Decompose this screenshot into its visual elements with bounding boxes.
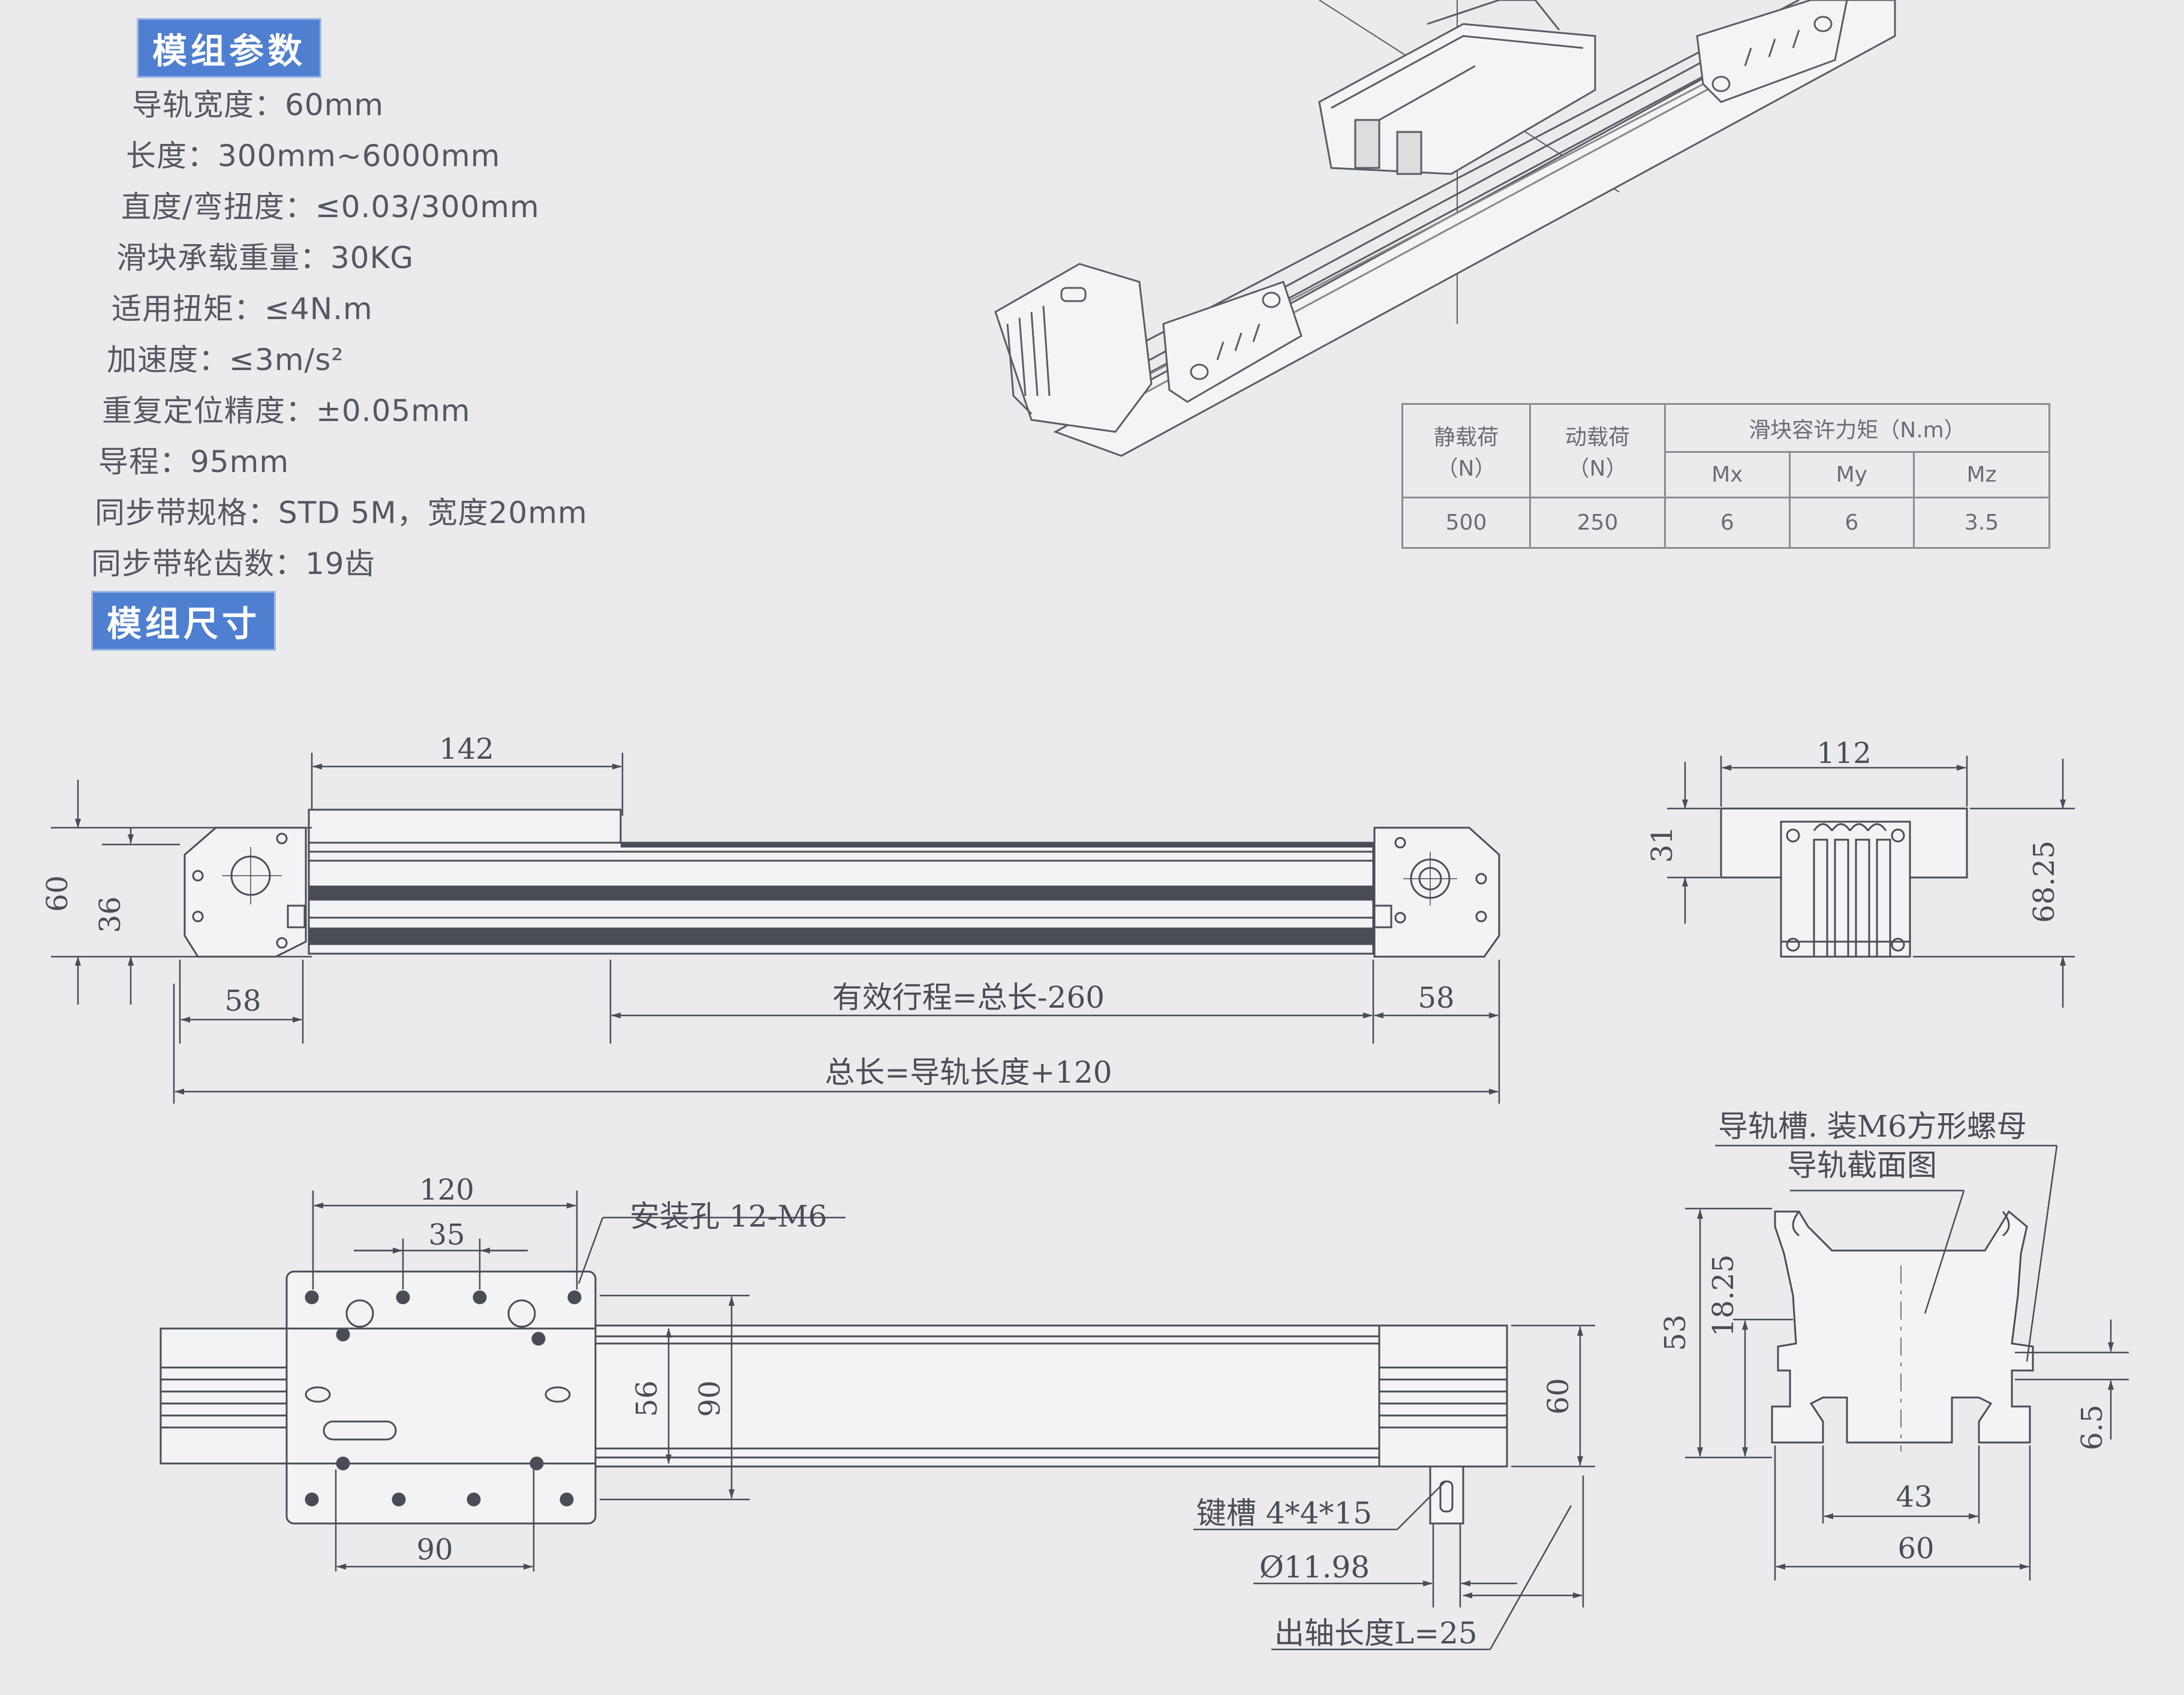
mz-header: Mz <box>1913 451 2050 498</box>
rail-section-title: 导轨截面图 <box>1787 1148 1937 1183</box>
static-load-value: 500 <box>1401 497 1531 549</box>
param-item: 导轨宽度：60mm <box>132 88 384 122</box>
end-view-dimensions <box>1667 756 2075 1008</box>
my-header: My <box>1788 451 1915 498</box>
param-item: 长度：300mm~6000mm <box>126 139 501 173</box>
mx-value: 6 <box>1664 497 1791 549</box>
param-item: 加速度：≤3m/s² <box>107 342 344 377</box>
dim-60-rail: 60 <box>1897 1532 1934 1565</box>
section-title-dimensions: 模组尺寸 <box>91 591 276 651</box>
mx-header: Mx <box>1664 451 1791 498</box>
rail-cross-section <box>1771 1210 2034 1444</box>
dim-60-width: 60 <box>1542 1378 1575 1414</box>
dim-43: 43 <box>1896 1480 1932 1514</box>
dim-112: 112 <box>1816 737 1872 770</box>
mounting-holes-label: 安装孔 12-M6 <box>630 1199 827 1234</box>
dim-142: 142 <box>439 732 494 766</box>
dim-90: 90 <box>416 1533 453 1567</box>
top-view <box>160 1270 1508 1525</box>
dim-68-25: 68.25 <box>2027 840 2061 922</box>
my-value: 6 <box>1788 497 1915 549</box>
top-view-dimensions <box>312 1191 1595 1651</box>
dim-6-5: 6.5 <box>2075 1405 2109 1450</box>
dim-120: 120 <box>419 1173 474 1207</box>
dim-58-right: 58 <box>1418 981 1454 1015</box>
param-item: 同步带轮齿数：19齿 <box>91 546 375 581</box>
mz-value: 3.5 <box>1913 497 2050 549</box>
load-spec-table: 静载荷（N） 动载荷（N） 滑块容许力矩（N.m） Mx My Mz 500 2… <box>1401 403 2050 549</box>
dynamic-load-value: 250 <box>1529 497 1666 549</box>
static-load-header: 静载荷（N） <box>1401 403 1531 498</box>
shaft-length-label: 出轴长度L=25 <box>1274 1616 1478 1651</box>
effective-stroke-label: 有效行程=总长-260 <box>832 980 1105 1015</box>
param-item: 同步带规格：STD 5M，宽度20mm <box>95 495 588 530</box>
front-view <box>183 809 1500 958</box>
dim-58-left: 58 <box>224 984 261 1018</box>
param-item: 导程：95mm <box>98 444 290 479</box>
param-item: 滑块承载重量：30KG <box>116 241 414 275</box>
dim-35: 35 <box>428 1218 465 1252</box>
section-title-params: 模组参数 <box>137 18 322 78</box>
moment-header: 滑块容许力矩（N.m） <box>1664 403 2050 453</box>
dim-90-vertical: 90 <box>693 1380 727 1417</box>
dim-56: 56 <box>630 1380 664 1417</box>
total-length-label: 总长=导轨长度+120 <box>825 1055 1112 1090</box>
dim-18-25: 18.25 <box>1707 1254 1740 1336</box>
dynamic-load-header: 动载荷（N） <box>1529 403 1666 498</box>
parameter-list: 导轨宽度：60mm 长度：300mm~6000mm 直度/弯扭度：≤0.03/3… <box>90 81 588 591</box>
rail-slot-note: 导轨槽. 装M6方形螺母 <box>1718 1109 2027 1144</box>
dim-53: 53 <box>1659 1314 1692 1351</box>
dim-60-height: 60 <box>41 875 74 912</box>
param-item: 适用扭矩：≤4N.m <box>112 291 373 326</box>
param-item: 直度/弯扭度：≤0.03/300mm <box>121 190 540 224</box>
rail-section-dimensions <box>1685 1144 2129 1580</box>
dim-31: 31 <box>1645 826 1679 862</box>
keyway-label: 键槽 4*4*15 <box>1196 1496 1372 1531</box>
end-view <box>1720 807 1968 958</box>
param-item: 重复定位精度：±0.05mm <box>102 393 471 428</box>
front-view-dimensions <box>51 753 1500 1104</box>
shaft-diameter-label: Ø11.98 <box>1259 1550 1370 1585</box>
dim-36: 36 <box>94 896 127 933</box>
isometric-module-illustration <box>994 0 1896 457</box>
